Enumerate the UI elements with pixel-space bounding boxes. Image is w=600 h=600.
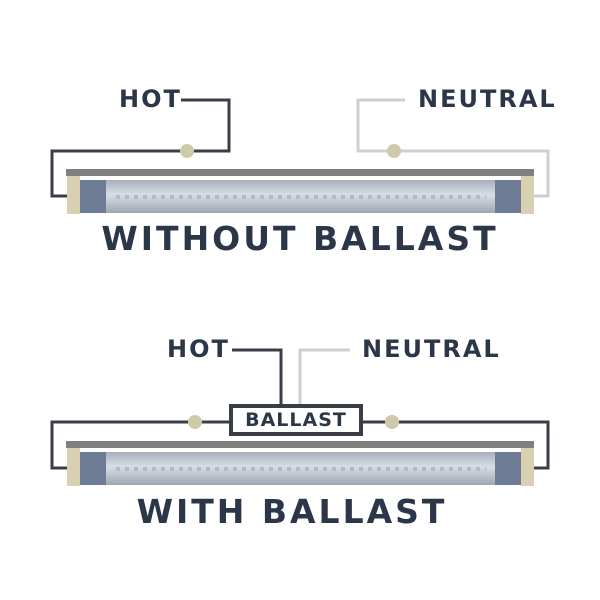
neutral-connector-dot: [387, 144, 401, 158]
right-end-cap: [521, 176, 534, 214]
neutral-label: NEUTRAL: [418, 85, 557, 113]
fixture-bar: [66, 169, 534, 176]
with-ballast-diagram: [50, 348, 550, 486]
neutral-wire-to-ballast: [298, 348, 350, 406]
tube-left-cap: [80, 180, 106, 213]
hot-label: HOT: [119, 85, 182, 113]
hot-wire-to-ballast: [232, 348, 283, 406]
without-ballast-diagram: [50, 98, 550, 214]
neutral-wire: [356, 98, 550, 198]
hot-label: HOT: [167, 335, 230, 363]
fixture-bar: [66, 441, 534, 448]
ballast-right-wire: [361, 420, 550, 470]
tube-right-cap: [495, 452, 521, 485]
tube-left-cap: [80, 452, 106, 485]
hot-wire: [50, 98, 231, 198]
hot-connector-dot: [180, 144, 194, 158]
neutral-label: NEUTRAL: [362, 335, 501, 363]
ballast-left-wire: [50, 420, 231, 470]
right-end-cap: [521, 448, 534, 486]
ballast-label: BALLAST: [245, 409, 347, 431]
left-connector-dot: [188, 415, 202, 429]
with-ballast-title: WITH BALLAST: [136, 492, 448, 531]
ballast-box: [229, 404, 363, 436]
left-end-cap: [67, 176, 80, 214]
without-ballast-title: WITHOUT BALLAST: [101, 219, 499, 258]
right-connector-dot: [385, 415, 399, 429]
left-end-cap: [67, 448, 80, 486]
tube-right-cap: [495, 180, 521, 213]
